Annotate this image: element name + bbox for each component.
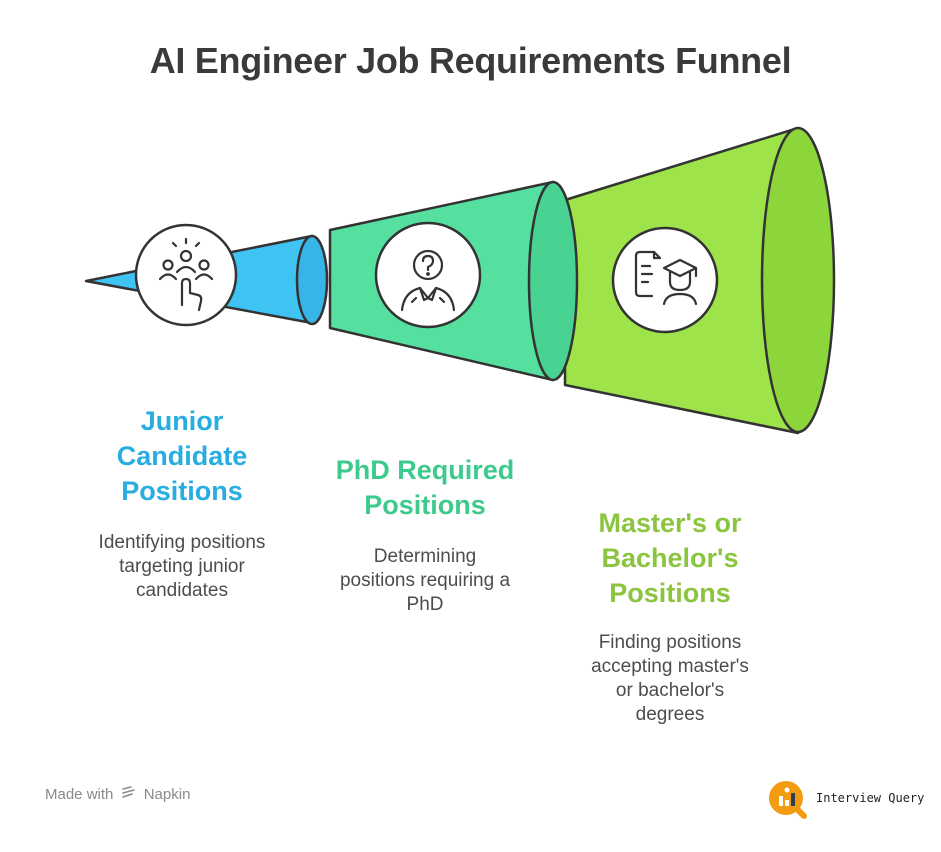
stage-3-title: Master's or Bachelor's Positions	[598, 508, 742, 608]
interview-query-brand[interactable]: Interview Query	[768, 780, 925, 819]
person-question-icon	[374, 221, 482, 329]
stage-1-description: Identifying positions targeting junior c…	[98, 532, 266, 601]
document-graduate-icon	[611, 226, 719, 334]
stage-1-title: Junior Candidate Positions	[116, 406, 248, 506]
stage-3-description: Finding positions accepting master's or …	[591, 632, 749, 725]
page-title: AI Engineer Job Requirements Funnel	[149, 40, 792, 81]
brand-name: Interview Query	[816, 791, 925, 805]
stage-2-description: Determining positions requiring a PhD	[339, 546, 511, 615]
made-with-napkin[interactable]: Made with Napkin	[45, 786, 191, 803]
people-pointing-hand-icon	[134, 223, 238, 327]
napkin-logo-icon	[121, 786, 137, 803]
stage-2-title: PhD Required Positions	[335, 455, 515, 520]
interview-query-logo-icon	[768, 780, 807, 819]
